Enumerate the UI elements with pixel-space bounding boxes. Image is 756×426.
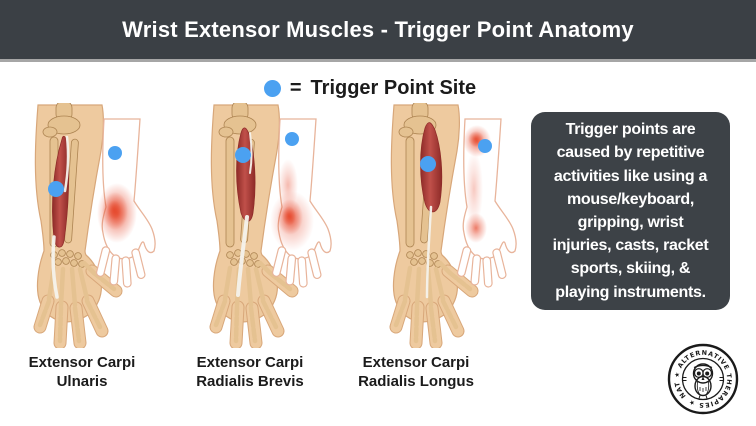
tendon-upper [249,132,253,174]
panel-extensor-carpi-ulnaris: Extensor Carpi Ulnaris [10,103,175,403]
legend-equals: = [289,76,302,99]
pain-referral-streak [465,151,483,227]
pain-referral-wrist [465,213,487,243]
page-title: Wrist Extensor Muscles - Trigger Point A… [122,16,634,42]
trigger-point-marker [108,146,122,160]
nat-logo: NAT ★ ALTERNATIVE THERAPIES ★ [666,342,740,416]
logo-outer-ring [667,343,739,415]
trigger-point-marker [478,139,492,153]
panel-label-extensor-carpi-radialis-longus: Extensor Carpi Radialis Longus [358,354,474,391]
trigger-point-legend: = Trigger Point Site [0,74,740,102]
pain-pattern-arm [456,118,517,288]
trigger-point-marker [285,132,299,146]
panel-extensor-carpi-radialis-longus: Extensor Carpi Radialis Longus [358,103,531,403]
owl-icon [682,363,724,399]
info-box-text: Trigger points are caused by repetitive … [552,121,709,301]
tendon-lower [51,235,59,299]
trigger-point-marker [235,147,251,163]
panel-extensor-carpi-radialis-brevis: Extensor Carpi Radialis Brevis [186,103,351,403]
trigger-point-dot-icon [263,79,281,97]
info-box: Trigger points are caused by repetitive … [531,112,730,310]
extensor-carpi-radialis-brevis-illustration [186,103,332,348]
legend-label: Trigger Point Site [310,76,477,99]
tendon-lower [236,215,249,297]
trigger-point-marker [420,156,436,172]
panel-label-extensor-carpi-radialis-brevis: Extensor Carpi Radialis Brevis [196,354,304,391]
pain-pattern-arm [270,118,332,288]
extensor-carpi-ulnaris-illustration [10,103,156,348]
trigger-point-marker [48,181,64,197]
extensor-carpi-radialis-longus-illustration [366,103,517,348]
tendon-upper [63,135,70,193]
header-bar: Wrist Extensor Muscles - Trigger Point A… [0,0,756,62]
nat-logo-stamp: NAT ★ ALTERNATIVE THERAPIES ★ [667,343,739,415]
logo-inner-ring [681,357,725,401]
pain-pattern-arm [95,118,156,288]
panel-label-extensor-carpi-ulnaris: Extensor Carpi Ulnaris [28,354,136,391]
tendon-lower [425,205,433,299]
